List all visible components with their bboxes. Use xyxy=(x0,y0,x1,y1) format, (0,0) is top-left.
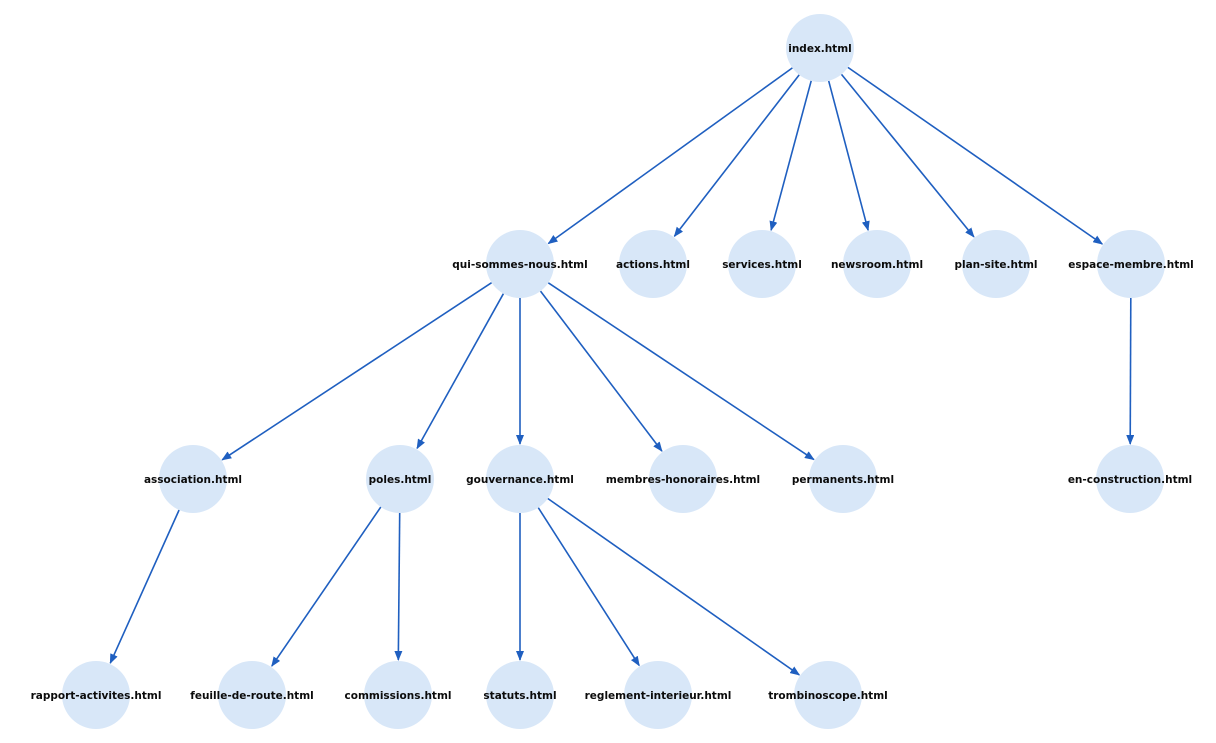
node-plan-site: plan-site.html xyxy=(954,230,1038,298)
edge-index-to-qui-sommes-nous xyxy=(547,67,793,245)
edge-gouvernance-to-trombinoscope xyxy=(547,497,801,676)
node-circle-association xyxy=(159,445,227,513)
node-circle-poles xyxy=(366,445,434,513)
node-poles: poles.html xyxy=(366,445,434,513)
node-index: index.html xyxy=(786,14,854,82)
node-espace-membre: espace-membre.html xyxy=(1068,230,1194,298)
node-statuts: statuts.html xyxy=(483,661,557,729)
node-label-trombinoscope: trombinoscope.html xyxy=(768,690,888,702)
node-rapport-activites: rapport-activites.html xyxy=(31,661,162,729)
edge-poles-to-feuille-de-route xyxy=(271,506,382,667)
node-circle-espace-membre xyxy=(1097,230,1165,298)
node-circle-feuille-de-route xyxy=(218,661,286,729)
node-newsroom: newsroom.html xyxy=(831,230,923,298)
node-en-construction: en-construction.html xyxy=(1068,445,1192,513)
node-trombinoscope: trombinoscope.html xyxy=(768,661,888,729)
node-label-en-construction: en-construction.html xyxy=(1068,474,1192,486)
node-qui-sommes-nous: qui-sommes-nous.html xyxy=(452,230,588,298)
node-permanents: permanents.html xyxy=(792,445,894,513)
node-label-rapport-activites: rapport-activites.html xyxy=(31,690,162,702)
node-circle-trombinoscope xyxy=(794,661,862,729)
node-label-plan-site: plan-site.html xyxy=(954,259,1037,271)
node-circle-statuts xyxy=(486,661,554,729)
node-label-permanents: permanents.html xyxy=(792,474,894,486)
node-label-poles: poles.html xyxy=(369,474,432,486)
node-actions: actions.html xyxy=(616,230,690,298)
node-circle-plan-site xyxy=(962,230,1030,298)
node-label-membres-honoraires: membres-honoraires.html xyxy=(606,474,760,486)
node-label-actions: actions.html xyxy=(616,259,690,271)
node-feuille-de-route: feuille-de-route.html xyxy=(190,661,314,729)
node-circle-qui-sommes-nous xyxy=(486,230,554,298)
edge-index-to-services xyxy=(769,80,812,232)
edge-gouvernance-to-reglement-interieur xyxy=(537,507,640,667)
node-circle-newsroom xyxy=(843,230,911,298)
node-circle-rapport-activites xyxy=(62,661,130,729)
node-label-association: association.html xyxy=(144,474,242,486)
node-label-espace-membre: espace-membre.html xyxy=(1068,259,1194,271)
edge-poles-to-commissions xyxy=(394,512,403,661)
node-label-index: index.html xyxy=(788,43,852,55)
node-circle-en-construction xyxy=(1096,445,1164,513)
node-services: services.html xyxy=(722,230,802,298)
node-circle-commissions xyxy=(364,661,432,729)
node-commissions: commissions.html xyxy=(345,661,452,729)
edge-qui-sommes-nous-to-permanents xyxy=(547,282,815,461)
edge-index-to-plan-site xyxy=(840,73,975,238)
edge-index-to-espace-membre xyxy=(847,66,1104,245)
node-label-feuille-de-route: feuille-de-route.html xyxy=(190,690,313,702)
node-association: association.html xyxy=(144,445,242,513)
edge-index-to-actions xyxy=(673,74,800,238)
node-membres-honoraires: membres-honoraires.html xyxy=(606,445,760,513)
node-label-qui-sommes-nous: qui-sommes-nous.html xyxy=(452,259,587,271)
edge-qui-sommes-nous-to-association xyxy=(221,282,493,461)
node-circle-gouvernance xyxy=(486,445,554,513)
node-circle-services xyxy=(728,230,796,298)
node-label-gouvernance: gouvernance.html xyxy=(466,474,574,486)
node-label-newsroom: newsroom.html xyxy=(831,259,923,271)
node-circle-membres-honoraires xyxy=(649,445,717,513)
node-label-services: services.html xyxy=(722,259,802,271)
node-circle-actions xyxy=(619,230,687,298)
node-circle-permanents xyxy=(809,445,877,513)
edge-qui-sommes-nous-to-poles xyxy=(416,293,505,450)
node-gouvernance: gouvernance.html xyxy=(466,445,574,513)
node-circle-reglement-interieur xyxy=(624,661,692,729)
node-label-statuts: statuts.html xyxy=(483,690,556,702)
node-layer: index.html qui-sommes-nous.html actions.ht… xyxy=(31,14,1194,729)
edge-espace-membre-to-en-construction xyxy=(1126,297,1135,445)
edge-association-to-rapport-activites xyxy=(109,509,180,665)
node-circle-index xyxy=(786,14,854,82)
edge-layer xyxy=(109,66,1135,676)
node-reglement-interieur: reglement-interieur.html xyxy=(585,661,732,729)
node-label-reglement-interieur: reglement-interieur.html xyxy=(585,690,732,702)
node-label-commissions: commissions.html xyxy=(345,690,452,702)
edge-qui-sommes-nous-to-membres-honoraires xyxy=(539,290,663,452)
edge-index-to-newsroom xyxy=(827,80,870,232)
